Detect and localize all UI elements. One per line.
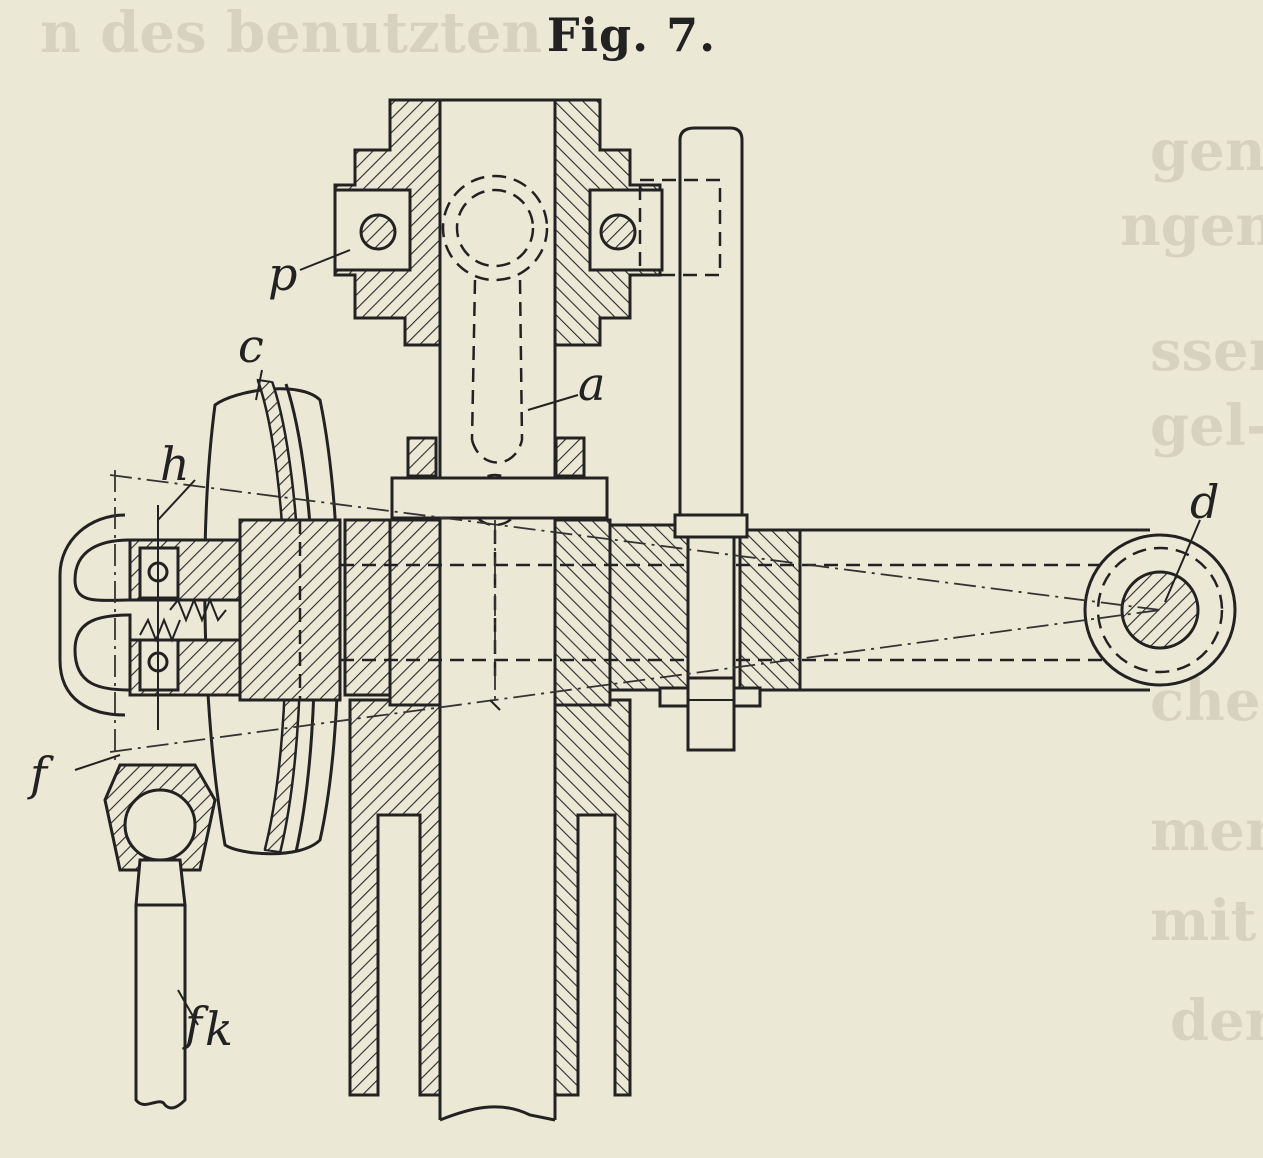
figure-caption: Fig. 7.	[546, 8, 717, 62]
vertical-lever	[638, 126, 762, 752]
friction-disc-c	[203, 378, 342, 856]
leader-lines	[74, 249, 1201, 1026]
handle-k	[103, 763, 217, 1110]
svg-text:n des benutzten: n des benutzten	[40, 0, 542, 66]
label-a: a	[578, 357, 605, 411]
label-p: p	[268, 247, 297, 301]
svg-text:gel-: gel-	[1150, 393, 1263, 459]
svg-text:mit: mit	[1150, 888, 1257, 954]
label-h: h	[160, 437, 190, 491]
label-d: d	[1190, 475, 1219, 529]
svg-text:men: men	[1150, 798, 1263, 864]
construction-lines	[109, 474, 1161, 753]
svg-text:der: der	[1170, 988, 1263, 1054]
upper-collar	[390, 436, 609, 520]
svg-text:gen: gen	[1150, 118, 1263, 184]
spring-clamp-h	[58, 470, 242, 760]
label-c: c	[238, 319, 264, 373]
hub-and-arm	[340, 518, 1237, 707]
svg-text:ngen: ngen	[1120, 193, 1263, 259]
upper-stepped-block	[333, 98, 664, 347]
svg-text:ssen: ssen	[1150, 318, 1263, 384]
label-f: f	[27, 747, 54, 801]
label-k: k	[205, 1002, 233, 1056]
bleed-through-text: n des benutzten gen ngen ssen gel- che m…	[40, 0, 1263, 1054]
